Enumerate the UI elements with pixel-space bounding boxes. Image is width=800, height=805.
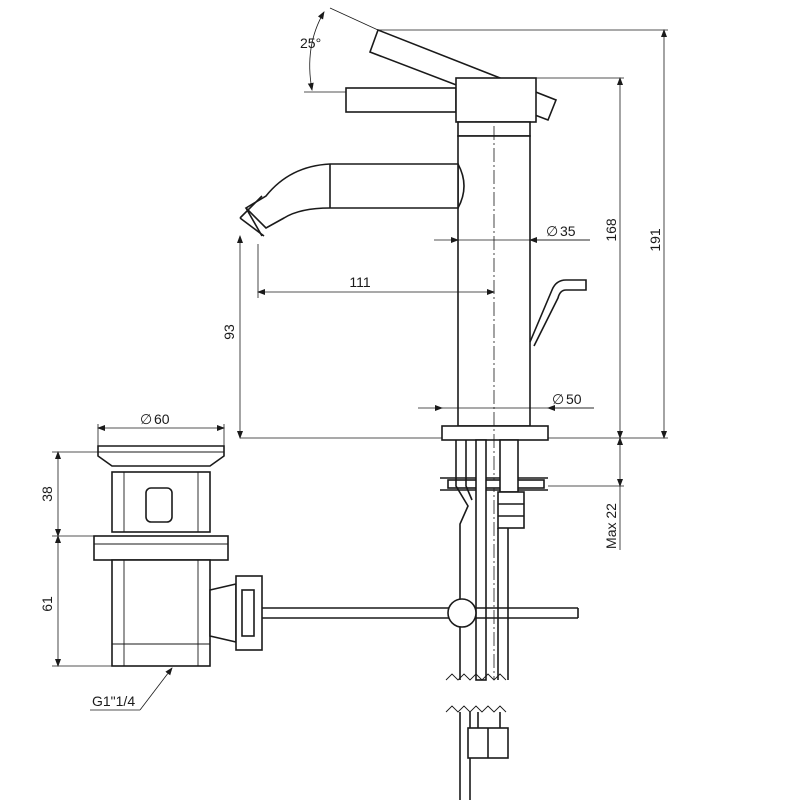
under-counter-fixings xyxy=(440,439,548,800)
hose-left xyxy=(455,440,469,680)
pivot-ball xyxy=(447,598,477,628)
angle-ext xyxy=(329,7,379,31)
dim-60-label: 60 xyxy=(154,411,170,427)
handle-cap xyxy=(455,77,537,123)
mixer-faucet xyxy=(239,28,587,680)
dim-50-label: 50 xyxy=(566,391,582,407)
dim-111-label: 111 xyxy=(349,274,370,290)
threaded-stud xyxy=(499,439,519,493)
hose-left-inner xyxy=(465,440,473,501)
dim-60-symbol: ∅ xyxy=(140,411,152,427)
waste-cap xyxy=(97,445,225,467)
popup-rod-assembly xyxy=(262,598,579,628)
dim-93-label: 93 xyxy=(221,324,237,340)
dim-50-symbol: ∅ xyxy=(552,391,564,407)
break-line-top xyxy=(445,673,507,681)
handle-lever xyxy=(345,87,457,113)
aerator-face xyxy=(239,217,265,237)
spout-outlet xyxy=(245,207,263,237)
sleeve-slot xyxy=(145,487,173,523)
dim-168-label: 168 xyxy=(603,218,619,242)
thread-label: G1"1/4 xyxy=(92,693,135,709)
waste-valve xyxy=(93,445,263,667)
waste-flange xyxy=(93,535,229,561)
angle-arc xyxy=(307,11,325,91)
dim-191-label: 191 xyxy=(647,228,663,252)
spout-joint xyxy=(457,163,465,209)
base-flange xyxy=(441,425,549,441)
dim-35-symbol: ∅ xyxy=(546,223,558,239)
aerator-side xyxy=(239,195,263,219)
rod-connector xyxy=(209,582,237,644)
dim-angle-label: 25° xyxy=(300,35,321,51)
waste-body xyxy=(111,559,211,667)
fixing-rod xyxy=(475,439,487,681)
popup-lever xyxy=(529,279,587,347)
spout xyxy=(244,163,459,229)
fixing-washer xyxy=(447,479,545,489)
dim-35-label: 35 xyxy=(560,223,576,239)
dimension-lines: 191 168 Max 22 25° 93 111 ∅ 35 ∅ 50 xyxy=(39,7,668,711)
thread-leader xyxy=(139,667,173,711)
break-line-bottom xyxy=(445,705,507,713)
fixing-nut xyxy=(497,491,525,529)
connector-nut-inner xyxy=(241,589,255,637)
dim-max22-label: Max 22 xyxy=(603,503,619,549)
dim-61-label: 61 xyxy=(39,596,55,612)
dim-38-label: 38 xyxy=(39,486,55,502)
